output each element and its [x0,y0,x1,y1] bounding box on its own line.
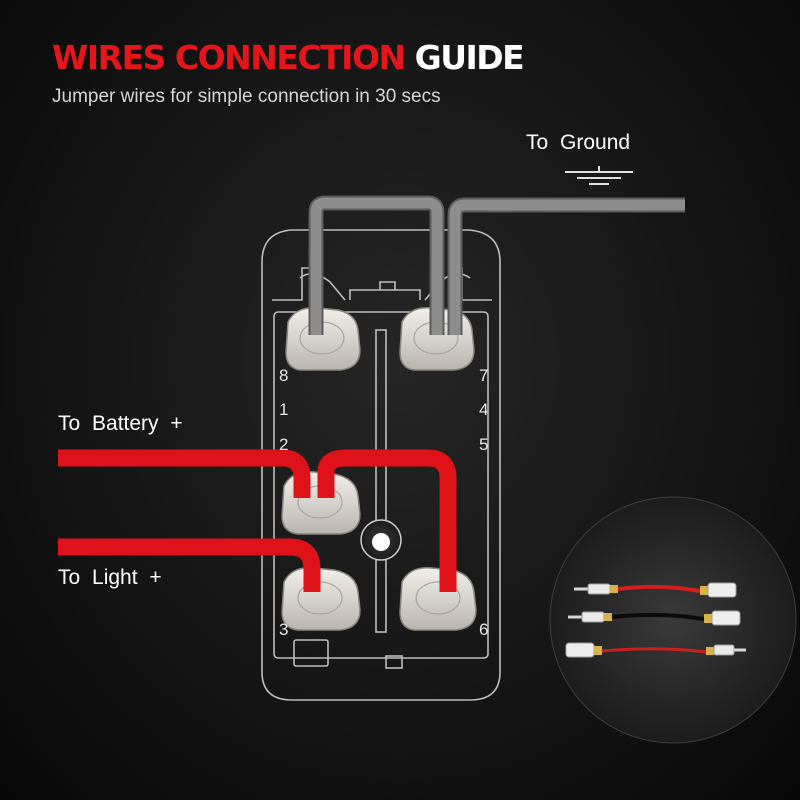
center-indicator-led [360,519,402,561]
label-to-ground: To Ground [526,131,631,154]
jumper-wire-red-1 [574,582,737,598]
pin-label-8: 8 [279,366,289,385]
battery-to-terminal-6-jumper [317,449,457,592]
pin-label-4: 4 [479,400,489,419]
pin-label-3: 3 [279,620,289,639]
subtitle: Jumper wires for simple connection in 30… [52,86,441,107]
pin-label-5: 5 [479,435,489,454]
label-to-light: To Light + [58,566,162,589]
jumper-wire-red-2 [565,642,746,658]
ground-jumper-wire [308,195,685,335]
title-red-part: WIRES CONNECTION [52,38,406,77]
pin-label-1: 1 [279,400,289,419]
page-title: WIRES CONNECTION GUIDE [52,38,525,77]
pin-label-7: 7 [479,366,489,385]
label-to-battery: To Battery + [58,412,183,435]
pin-label-6: 6 [479,620,489,639]
jumper-wire-black [568,610,741,626]
terminal-3 [281,567,361,631]
light-wire [58,538,321,592]
pin-label-2: 2 [279,435,289,454]
jumper-wires-inset [549,496,797,744]
ground-symbol-icon [565,166,633,185]
terminal-6 [399,567,477,631]
title-white-part: GUIDE [414,38,525,77]
battery-wire [58,449,311,498]
